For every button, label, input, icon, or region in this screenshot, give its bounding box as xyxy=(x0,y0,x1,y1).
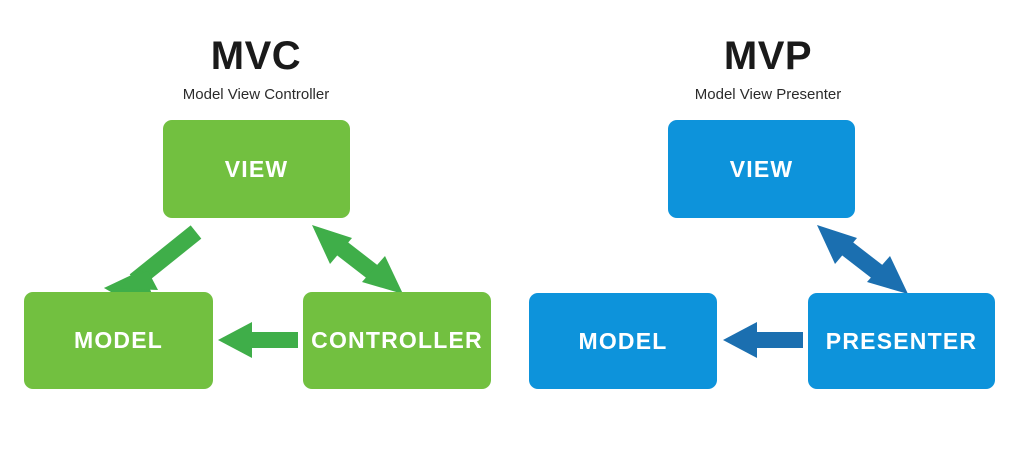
mvc-title: MVC xyxy=(210,34,302,78)
arrow-mvc-view-controller xyxy=(312,225,403,294)
arrow-mvc-controller-to-model xyxy=(218,322,298,358)
mvc-panel: MVC Model View Controller VIEW xyxy=(24,34,491,389)
mvc-node-controller-label: CONTROLLER xyxy=(311,327,483,353)
mvc-node-view-label: VIEW xyxy=(224,155,289,182)
mvp-node-model-label: MODEL xyxy=(578,327,668,354)
mvp-node-presenter-label: PRESENTER xyxy=(825,327,978,354)
mvp-title: MVP xyxy=(723,34,813,78)
mvp-node-view-label: VIEW xyxy=(729,155,794,182)
arrow-mvp-presenter-to-model xyxy=(723,322,803,358)
mvc-node-model[interactable]: MODEL xyxy=(24,292,213,389)
mvp-node-model[interactable]: MODEL xyxy=(529,293,717,389)
mvp-node-view[interactable]: VIEW xyxy=(668,120,855,218)
mvp-subtitle: Model View Presenter xyxy=(694,86,842,103)
mvc-node-view[interactable]: VIEW xyxy=(163,120,350,218)
mvc-node-controller[interactable]: CONTROLLER xyxy=(303,292,491,389)
arrow-mvc-view-to-model xyxy=(104,225,202,296)
mvp-panel: MVP Model View Presenter VIEW MODEL PRES… xyxy=(512,0,1024,455)
arrow-mvp-view-presenter xyxy=(817,225,908,294)
mvc-node-model-label: MODEL xyxy=(73,327,164,353)
mvp-node-presenter[interactable]: PRESENTER xyxy=(808,293,995,389)
mvc-subtitle: Model View Controller xyxy=(182,86,330,103)
